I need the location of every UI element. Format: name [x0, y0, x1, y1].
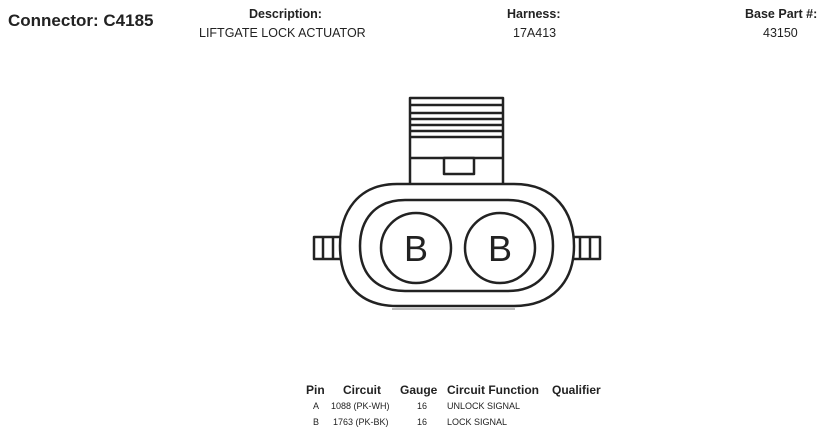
description-value: LIFTGATE LOCK ACTUATOR	[199, 26, 366, 40]
header-circuit-function: Circuit Function	[447, 383, 539, 397]
cavity-left-label: B	[404, 228, 428, 269]
harness-value: 17A413	[513, 26, 557, 40]
cavity-right-label: B	[488, 228, 512, 269]
connector-label: Connector:	[8, 11, 99, 30]
connector-inner-face	[358, 198, 555, 293]
row-circuit: 1763 (PK-BK)	[333, 417, 389, 427]
row-gauge: 16	[417, 417, 428, 427]
row-gauge: 16	[417, 401, 428, 411]
header-gauge: Gauge	[400, 383, 438, 397]
row-function: LOCK SIGNAL	[447, 417, 508, 427]
row-pin: B	[313, 417, 320, 427]
header-qualifier: Qualifier	[552, 383, 601, 397]
base-part-label: Base Part #:	[745, 7, 818, 21]
cavity-right	[463, 211, 537, 285]
harness-label: Harness:	[507, 7, 561, 21]
connector-title: Connector: C4185	[8, 11, 154, 31]
description-label: Description:	[249, 7, 322, 21]
cavity-left	[379, 211, 453, 285]
header-circuit: Circuit	[343, 383, 382, 397]
row-pin: A	[313, 401, 320, 411]
row-circuit: 1088 (PK-WH)	[331, 401, 390, 411]
row-function: UNLOCK SIGNAL	[447, 401, 521, 411]
latch-housing	[408, 96, 505, 188]
header-pin: Pin	[306, 383, 325, 397]
base-part-value: 43150	[763, 26, 798, 40]
connector-id: C4185	[103, 11, 154, 30]
connector-outer-shell	[338, 182, 576, 308]
